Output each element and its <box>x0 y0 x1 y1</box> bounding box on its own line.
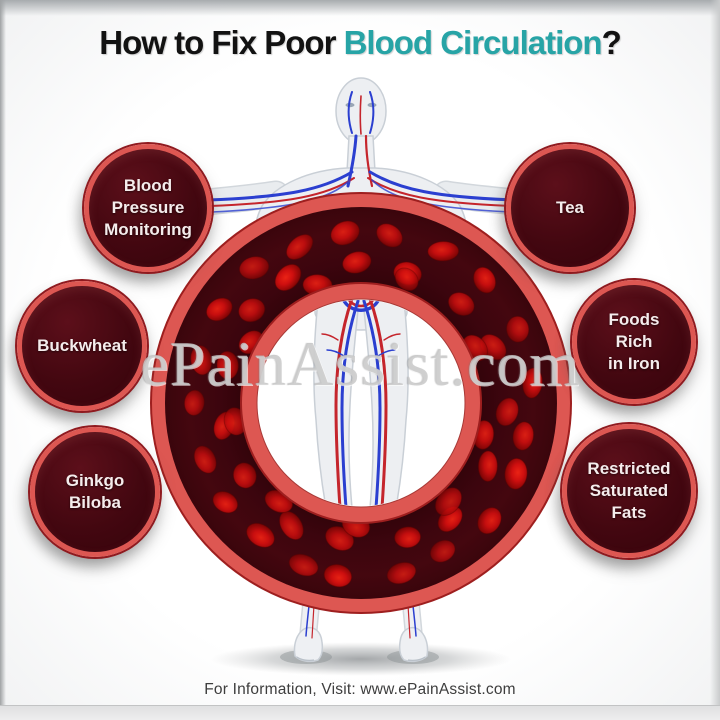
bottom-edge-bar <box>0 705 720 720</box>
remedy-label: Ginkgo Biloba <box>65 471 125 512</box>
right-foot <box>398 626 429 663</box>
remedy-circle-ginkgo-biloba: Ginkgo Biloba <box>30 427 160 557</box>
top-edge-shading <box>0 0 720 16</box>
remedy-circle-tea: Tea <box>506 144 634 272</box>
remedy-label: Blood Pressure Monitoring <box>104 176 192 239</box>
remedy-circle-restricted-saturated-fats: Restricted Saturated Fats <box>562 424 696 558</box>
title-suffix: ? <box>601 24 622 61</box>
title-prefix: How to Fix Poor <box>99 24 344 61</box>
left-foot <box>293 626 324 663</box>
remedy-circle-blood-pressure-monitoring: Blood Pressure Monitoring <box>84 144 212 272</box>
watermark: ePainAssist.com <box>140 328 580 399</box>
remedy-circle-foods-rich-in-iron: Foods Rich in Iron <box>572 280 696 404</box>
remedy-label: Tea <box>555 198 585 218</box>
page-title: How to Fix Poor Blood Circulation? <box>0 24 720 62</box>
remedy-label: Buckwheat <box>37 336 127 356</box>
remedy-label: Restricted Saturated Fats <box>587 459 671 522</box>
right-edge-shading <box>710 0 720 720</box>
title-highlight: Blood Circulation <box>343 24 603 61</box>
remedy-label: Foods Rich in Iron <box>608 310 660 373</box>
left-edge-shading <box>0 0 6 720</box>
floor-shadow <box>211 642 511 676</box>
legs-through-ring <box>313 300 409 506</box>
remedy-circle-buckwheat: Buckwheat <box>17 281 147 411</box>
blood-vessel-ring <box>150 192 572 614</box>
footer-text: For Information, Visit: www.ePainAssist.… <box>204 681 516 698</box>
